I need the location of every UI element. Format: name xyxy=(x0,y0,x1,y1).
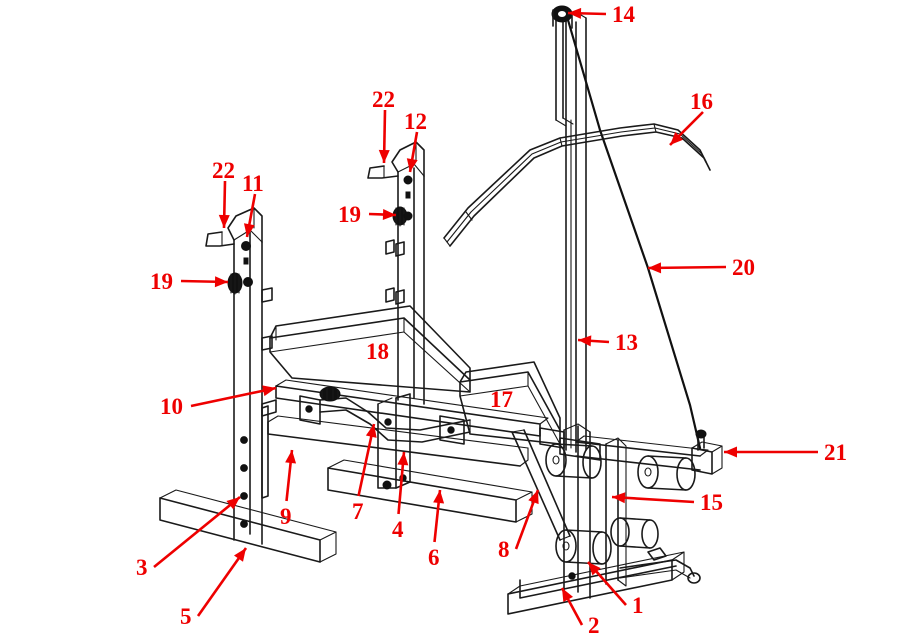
callout-number-15: 15 xyxy=(700,490,723,515)
callout-number-6: 6 xyxy=(428,545,440,570)
callout-arrowhead xyxy=(578,335,592,347)
callout-arrow-group xyxy=(153,7,818,626)
callout-number-22: 22 xyxy=(212,158,235,183)
callout-arrowhead xyxy=(433,490,445,504)
frame-connectors-art xyxy=(261,399,601,461)
callout-arrowhead xyxy=(214,276,228,288)
callout-number-2: 2 xyxy=(588,613,600,638)
callout-number-20: 20 xyxy=(732,255,755,280)
callout-arrowhead xyxy=(568,7,582,19)
lat-tower-base-art xyxy=(545,423,723,599)
callout-number-16: 16 xyxy=(690,89,713,114)
callout-arrowhead xyxy=(670,131,684,145)
callout-number-18: 18 xyxy=(366,339,389,364)
callout-number-8: 8 xyxy=(498,537,510,562)
callout-arrowhead xyxy=(226,497,240,510)
callout-arrowhead xyxy=(724,446,737,458)
callout-leader-line xyxy=(196,547,248,617)
callout-arrowhead xyxy=(378,149,390,163)
diagonal-brace-art xyxy=(511,429,571,541)
callout-number-7: 7 xyxy=(352,499,364,524)
callout-arrowhead xyxy=(365,424,377,438)
callout-arrowhead xyxy=(406,158,418,172)
callout-number-22: 22 xyxy=(372,87,395,112)
callout-arrowhead xyxy=(234,548,246,562)
lat-cable-art xyxy=(566,18,702,450)
callout-number-17: 17 xyxy=(490,387,513,412)
callout-number-13: 13 xyxy=(615,330,638,355)
callout-number-5: 5 xyxy=(180,604,192,629)
callout-leader-line xyxy=(611,495,695,504)
callout-number-4: 4 xyxy=(392,517,404,542)
callout-number-3: 3 xyxy=(136,555,148,580)
callout-arrowhead xyxy=(382,209,396,221)
callout-arrowhead xyxy=(218,214,230,228)
callout-number-12: 12 xyxy=(404,109,427,134)
callout-leader-line xyxy=(190,386,277,408)
callout-arrowhead xyxy=(262,385,276,397)
callout-number-21: 21 xyxy=(824,440,847,465)
callout-arrowhead xyxy=(648,262,662,274)
callout-number-9: 9 xyxy=(280,504,292,529)
lat-tower-mast-art xyxy=(555,7,587,453)
callout-number-10: 10 xyxy=(160,394,183,419)
callout-arrowhead xyxy=(397,452,409,466)
callout-number-11: 11 xyxy=(242,171,264,196)
callout-leader-line xyxy=(153,495,241,569)
callout-leader-line xyxy=(647,265,727,270)
callout-number-1: 1 xyxy=(632,593,644,618)
right-upright-art xyxy=(367,141,425,405)
callout-number-14: 14 xyxy=(612,2,635,27)
left-upright-art xyxy=(205,207,273,545)
callout-arrowhead xyxy=(588,562,601,576)
callout-arrowhead xyxy=(285,450,297,464)
callout-arrowhead xyxy=(612,492,626,504)
lat-pulldown-bar-art xyxy=(443,123,711,247)
callout-number-19: 19 xyxy=(150,269,173,294)
callout-arrowhead xyxy=(243,223,255,237)
callout-arrowhead xyxy=(528,490,539,505)
callout-number-19: 19 xyxy=(338,202,361,227)
callout-arrowhead xyxy=(562,588,574,603)
